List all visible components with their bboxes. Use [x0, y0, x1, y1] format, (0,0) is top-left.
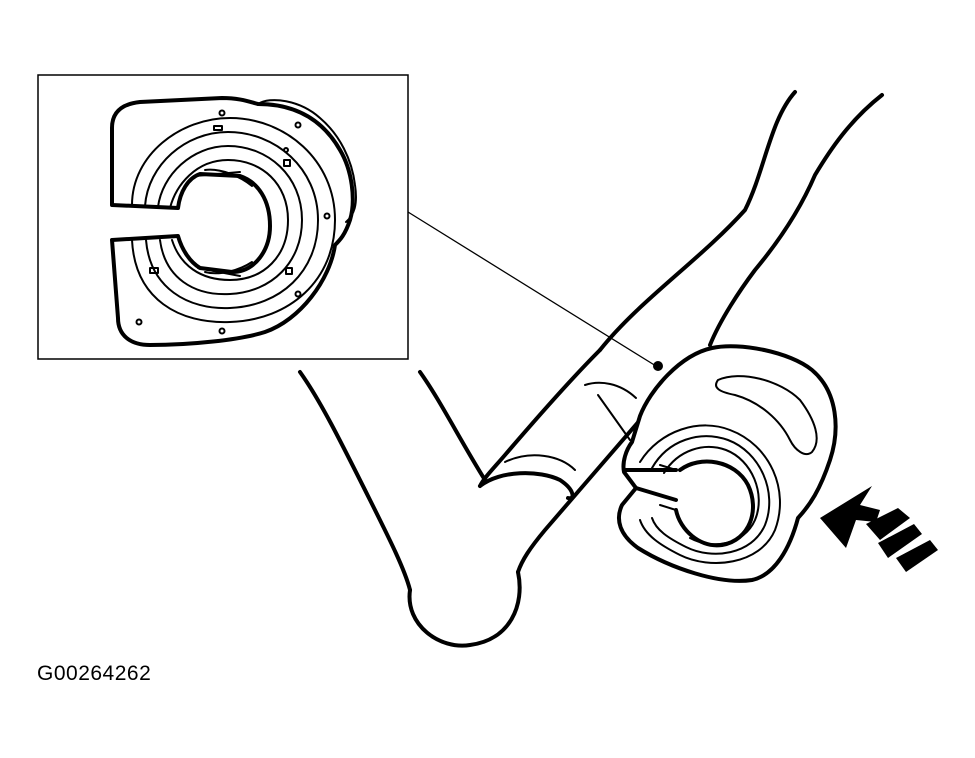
insertion-direction-arrow: [820, 486, 938, 572]
inset-bushing-outline: [110, 96, 355, 347]
bushing-on-bar: [617, 344, 838, 583]
detail-inset: [37, 74, 409, 360]
bushing-body: [617, 344, 838, 583]
detail-leader-line: [407, 211, 663, 371]
figure-id-label: G00264262: [37, 662, 152, 685]
stabilizer-bar: [298, 90, 884, 648]
